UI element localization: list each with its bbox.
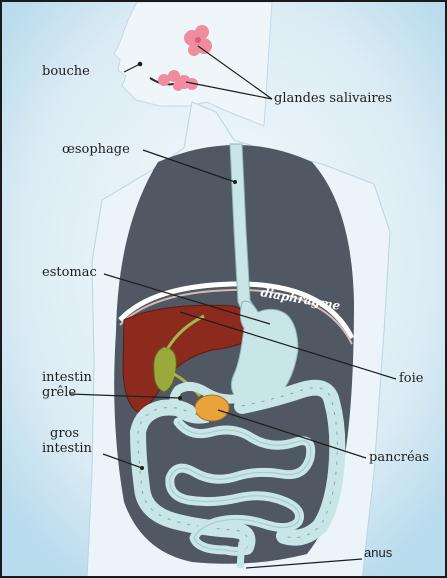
pancreas (195, 395, 229, 421)
label-foie: foie (399, 371, 424, 386)
label-intestin-grele-line2: grêle (42, 385, 92, 400)
rectum (240, 542, 242, 568)
label-intestin-grele: intestin grêle (42, 370, 92, 400)
label-estomac: estomac (42, 265, 97, 280)
leader-dot-oesophage (233, 180, 237, 184)
leader-dot-intestin-grele (178, 396, 182, 400)
leader-dot-bouche (138, 62, 143, 67)
label-oesophage: œsophage (62, 142, 130, 157)
leader-dot-gros-intestin (140, 466, 144, 470)
label-gros-intestin: gros intestin (42, 426, 92, 456)
label-anus: anus (364, 545, 392, 560)
label-intestin-grele-line1: intestin (42, 370, 92, 385)
label-gros-intestin-line1: gros (42, 426, 92, 441)
label-glandes-salivaires: glandes salivaires (274, 91, 392, 106)
label-gros-intestin-line2: intestin (42, 441, 92, 456)
label-bouche: bouche (42, 64, 90, 79)
label-pancreas: pancréas (369, 450, 429, 465)
